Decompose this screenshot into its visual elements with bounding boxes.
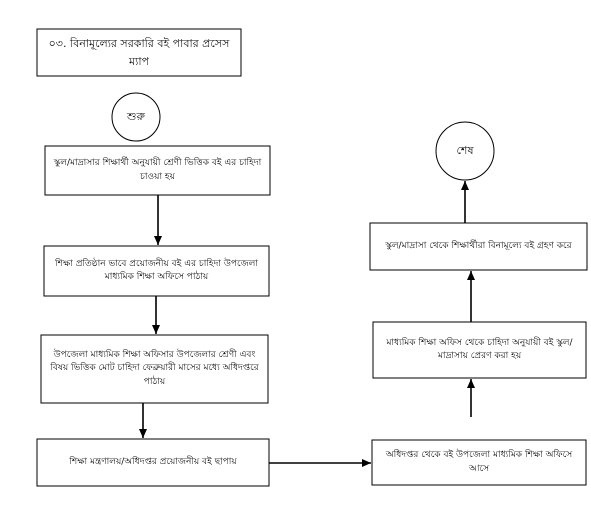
start-label: শুরু bbox=[127, 110, 145, 124]
step-1-text: স্কুল/মাদ্রাসার শিক্ষার্থী অনুযায়ী শ্রে… bbox=[53, 158, 262, 182]
step-7-text: স্কুল/মাদ্রাসা থেকে শিক্ষার্থীরা বিনামূল… bbox=[385, 240, 572, 251]
end-node bbox=[435, 121, 495, 181]
step-box-7 bbox=[369, 222, 588, 271]
start-node bbox=[111, 92, 161, 142]
step-2-text: শিক্ষা প্রতিষ্ঠান ভাবে প্রয়োজনীয় বই এর… bbox=[55, 258, 258, 282]
flowchart-title: ০৩. বিনামূল্যের সরকারি বই পাবার প্রসেস ম… bbox=[48, 37, 230, 68]
step-3-text: উপজেলা মাধ্যমিক শিক্ষা অফিসার উপজেলার শ্… bbox=[50, 350, 259, 387]
step-4-text: শিক্ষা মন্ত্রণালয়/অধিদপ্তর প্রয়োজনীয় … bbox=[69, 456, 237, 467]
step-box-1 bbox=[44, 145, 271, 196]
step-box-6 bbox=[372, 321, 587, 379]
step-box-4 bbox=[36, 438, 270, 487]
title-box bbox=[36, 28, 242, 77]
end-label: শেষ bbox=[456, 144, 474, 158]
step-box-2 bbox=[43, 245, 270, 297]
step-6-text: মাধ্যমিক শিক্ষা অফিস থেকে চাহিদা অনুযায়… bbox=[386, 337, 573, 361]
step-box-5 bbox=[371, 439, 587, 486]
step-box-3 bbox=[40, 334, 269, 404]
step-5-text: অধিদপ্তর থেকে বই উপজেলা মাধ্যমিক শিক্ষা … bbox=[385, 450, 573, 474]
